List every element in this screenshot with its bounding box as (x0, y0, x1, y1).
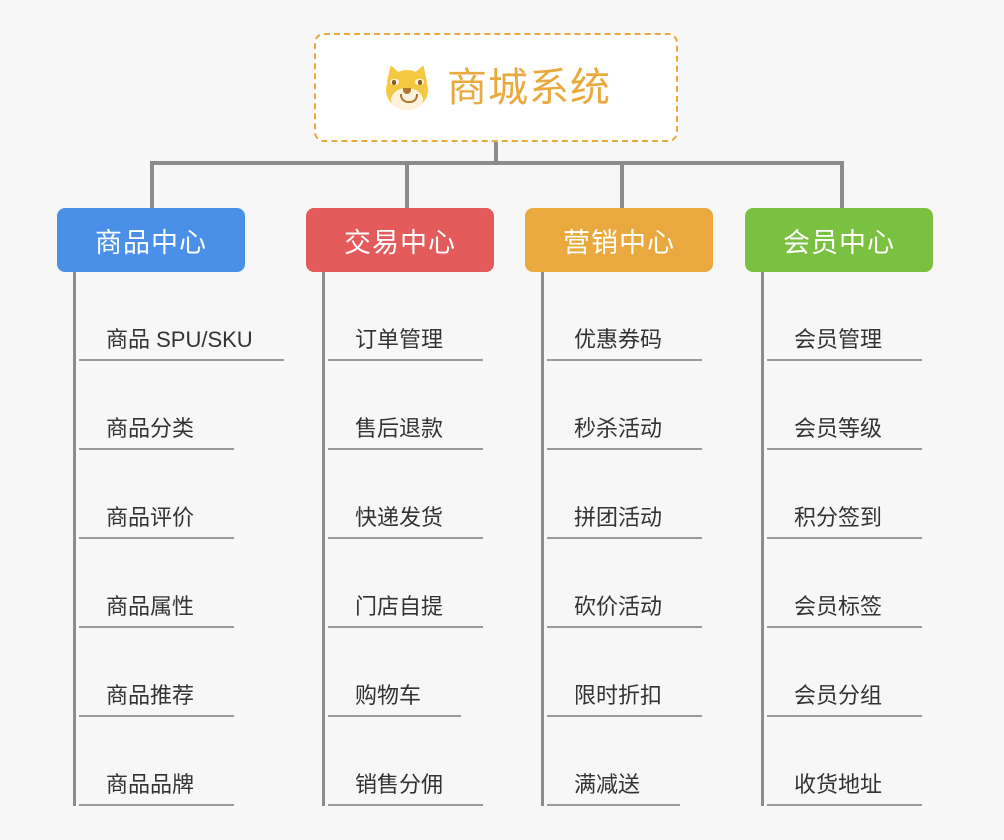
branch-header-label: 营销中心 (563, 227, 675, 258)
leaf-item-underline (328, 537, 483, 539)
leaf-item-label: 售后退款 (355, 416, 444, 441)
leaf-item[interactable]: 购物车 (328, 628, 494, 717)
leaf-item-underline (547, 359, 702, 361)
leaf-item[interactable]: 满减送 (547, 717, 713, 806)
leaf-item-label: 收货地址 (794, 772, 883, 797)
branch-header-label: 交易中心 (344, 227, 456, 258)
leaf-item[interactable]: 销售分佣 (328, 717, 494, 806)
leaf-item[interactable]: 砍价活动 (547, 539, 713, 628)
leaf-item-label: 会员等级 (794, 416, 883, 441)
branch-body-2: 订单管理售后退款快递发货门店自提购物车销售分佣 (322, 272, 494, 806)
leaf-item-underline (547, 537, 702, 539)
leaf-item-label: 拼团活动 (574, 505, 663, 530)
leaf-item-underline (547, 804, 680, 806)
branch-body-4: 会员管理会员等级积分签到会员标签会员分组收货地址 (761, 272, 933, 806)
branch-header-1[interactable]: 商品中心 (57, 208, 245, 272)
leaf-item[interactable]: 商品属性 (79, 539, 245, 628)
leaf-item-label: 订单管理 (355, 327, 444, 352)
leaf-item-label: 商品属性 (106, 594, 195, 619)
leaf-item-underline (328, 804, 483, 806)
leaf-item-label: 优惠券码 (574, 327, 663, 352)
connector-drop-4 (840, 161, 844, 208)
leaf-item-underline (547, 448, 702, 450)
leaf-item[interactable]: 会员等级 (767, 361, 933, 450)
leaf-item[interactable]: 商品推荐 (79, 628, 245, 717)
branch-header-3[interactable]: 营销中心 (525, 208, 713, 272)
connector-drop-3 (620, 161, 624, 208)
leaf-item[interactable]: 拼团活动 (547, 450, 713, 539)
branch-header-4[interactable]: 会员中心 (745, 208, 933, 272)
leaf-item-label: 砍价活动 (574, 594, 663, 619)
leaf-item-underline (79, 537, 234, 539)
leaf-item-label: 会员管理 (794, 327, 883, 352)
root-node[interactable]: 商城系统 (314, 33, 678, 142)
root-title: 商城系统 (447, 65, 611, 110)
leaf-item-underline (328, 715, 461, 717)
leaf-item-underline (547, 715, 702, 717)
leaf-item-underline (547, 626, 702, 628)
leaf-item-underline (79, 804, 234, 806)
leaf-item[interactable]: 商品分类 (79, 361, 245, 450)
leaf-item-underline (767, 359, 922, 361)
leaf-item-underline (328, 359, 483, 361)
connector-bus (150, 161, 840, 165)
leaf-item[interactable]: 优惠券码 (547, 272, 713, 361)
leaf-item[interactable]: 会员标签 (767, 539, 933, 628)
branch-body-1: 商品 SPU/SKU 商品分类商品评价商品属性商品推荐商品品牌 (73, 272, 284, 806)
leaf-item[interactable]: 限时折扣 (547, 628, 713, 717)
leaf-item-label: 限时折扣 (574, 683, 663, 708)
leaf-item-label: 商品推荐 (106, 683, 195, 708)
connector-drop-2 (405, 161, 409, 208)
leaf-item-label: 秒杀活动 (574, 416, 663, 441)
leaf-item-underline (767, 537, 922, 539)
leaf-item-label: 快递发货 (355, 505, 444, 530)
leaf-item-label: 商品评价 (106, 505, 195, 530)
leaf-item[interactable]: 会员分组 (767, 628, 933, 717)
leaf-item-label: 商品品牌 (106, 772, 195, 797)
leaf-item-label: 销售分佣 (355, 772, 444, 797)
leaf-item[interactable]: 会员管理 (767, 272, 933, 361)
leaf-item-underline (79, 359, 284, 361)
leaf-item[interactable]: 收货地址 (767, 717, 933, 806)
dog-face-icon (381, 62, 433, 114)
leaf-item-underline (767, 715, 922, 717)
leaf-item-label: 商品分类 (106, 416, 195, 441)
leaf-item[interactable]: 快递发货 (328, 450, 494, 539)
branch-header-2[interactable]: 交易中心 (306, 208, 494, 272)
leaf-item[interactable]: 商品评价 (79, 450, 245, 539)
leaf-item-label: 购物车 (355, 683, 422, 708)
leaf-item-label: 门店自提 (355, 594, 444, 619)
leaf-item-underline (79, 715, 234, 717)
leaf-item-underline (767, 626, 922, 628)
leaf-item-underline (767, 448, 922, 450)
leaf-item-label: 会员分组 (794, 683, 883, 708)
leaf-item-label: 商品 SPU/SKU (106, 327, 253, 352)
leaf-item-label: 满减送 (574, 772, 641, 797)
branch-header-label: 会员中心 (783, 227, 895, 258)
connector-root-stem (494, 142, 498, 164)
connector-drop-1 (150, 161, 154, 208)
leaf-item[interactable]: 积分签到 (767, 450, 933, 539)
leaf-item-underline (767, 804, 922, 806)
leaf-item[interactable]: 商品品牌 (79, 717, 245, 806)
branch-3: 营销中心优惠券码秒杀活动拼团活动砍价活动限时折扣满减送 (525, 208, 713, 806)
branch-body-3: 优惠券码秒杀活动拼团活动砍价活动限时折扣满减送 (541, 272, 713, 806)
leaf-item-underline (79, 626, 234, 628)
branch-1: 商品中心商品 SPU/SKU 商品分类商品评价商品属性商品推荐商品品牌 (57, 208, 284, 806)
leaf-item[interactable]: 售后退款 (328, 361, 494, 450)
leaf-item-label: 积分签到 (794, 505, 883, 530)
leaf-item-underline (79, 448, 234, 450)
leaf-item-label: 会员标签 (794, 594, 883, 619)
leaf-item-underline (328, 626, 483, 628)
leaf-item[interactable]: 订单管理 (328, 272, 494, 361)
leaf-item[interactable]: 秒杀活动 (547, 361, 713, 450)
branch-4: 会员中心会员管理会员等级积分签到会员标签会员分组收货地址 (745, 208, 933, 806)
leaf-item-underline (328, 448, 483, 450)
branch-2: 交易中心订单管理售后退款快递发货门店自提购物车销售分佣 (306, 208, 494, 806)
branch-header-label: 商品中心 (95, 227, 207, 258)
leaf-item[interactable]: 门店自提 (328, 539, 494, 628)
leaf-item[interactable]: 商品 SPU/SKU (79, 272, 284, 361)
